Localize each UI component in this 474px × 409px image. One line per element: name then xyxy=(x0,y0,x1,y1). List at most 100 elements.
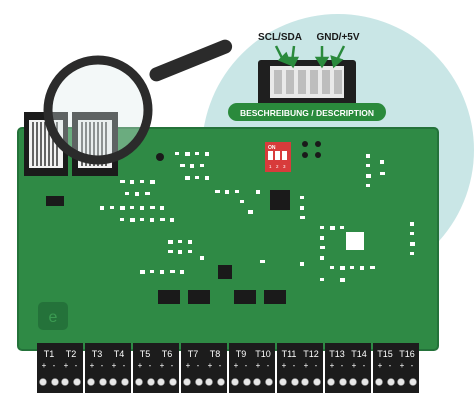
smd-component xyxy=(256,190,260,194)
smd-component xyxy=(188,250,192,253)
smd-component xyxy=(168,240,173,244)
smd-component xyxy=(410,232,414,235)
terminal-screw xyxy=(73,378,81,386)
terminal-label: T15 xyxy=(377,349,393,359)
smd-component xyxy=(130,206,134,209)
smd-component xyxy=(180,270,184,274)
smd-component xyxy=(410,252,414,255)
terminal-screw xyxy=(375,378,383,386)
terminal-screw xyxy=(121,378,129,386)
smd-component xyxy=(170,270,175,273)
terminal-label: T14 xyxy=(351,349,367,359)
terminal-minus-label: - xyxy=(245,361,248,370)
terminal-label: T11 xyxy=(282,349,297,359)
smd-component xyxy=(330,226,335,230)
smd-component xyxy=(178,250,182,254)
smd-component xyxy=(235,190,239,193)
terminal-plus-label: + xyxy=(90,361,95,370)
smd-component xyxy=(178,240,182,243)
arrow-icon xyxy=(274,45,346,69)
terminal-minus-label: - xyxy=(123,361,126,370)
smd-component xyxy=(160,218,165,221)
smd-component xyxy=(190,164,194,168)
terminal-minus-label: - xyxy=(101,361,104,370)
terminal-label: T9 xyxy=(236,349,247,359)
smd-component xyxy=(195,152,199,155)
smd-component xyxy=(300,216,305,219)
terminal-screw xyxy=(39,378,47,386)
terminal-screw xyxy=(157,378,165,386)
smd-component xyxy=(410,242,415,246)
smd-component xyxy=(205,152,209,156)
terminal-label: T6 xyxy=(162,349,173,359)
brand-logo: e xyxy=(38,302,68,330)
terminal-screw xyxy=(169,378,177,386)
smd-component xyxy=(120,206,125,210)
terminal-screw xyxy=(87,378,95,386)
smd-component xyxy=(320,256,324,260)
smd-component xyxy=(366,164,370,167)
terminal-plus-label: + xyxy=(160,361,165,370)
smd-component xyxy=(168,250,173,253)
smd-component xyxy=(170,218,174,222)
terminal-screw xyxy=(361,378,369,386)
smd-component xyxy=(260,260,265,263)
terminal-screw xyxy=(387,378,395,386)
terminal-minus-label: - xyxy=(219,361,222,370)
magnifier-icon xyxy=(43,39,233,165)
terminal-plus-label: + xyxy=(42,361,47,370)
smd-component xyxy=(215,190,220,193)
smd-component xyxy=(340,226,344,229)
microcontroller-chip xyxy=(270,190,290,210)
terminal-plus-label: + xyxy=(64,361,69,370)
smd-component xyxy=(380,172,385,175)
scl-sda-label: SCL/SDA xyxy=(258,32,302,43)
terminal-screw xyxy=(205,378,213,386)
smd-component xyxy=(185,176,190,180)
terminal-screw xyxy=(195,378,203,386)
terminal-minus-label: - xyxy=(53,361,56,370)
terminal-screw xyxy=(409,378,417,386)
terminal-label: T4 xyxy=(114,349,125,359)
smd-component xyxy=(366,174,371,178)
smd-component xyxy=(120,180,125,183)
i2c-connector xyxy=(258,60,356,106)
smd-component xyxy=(340,266,345,270)
smd-components xyxy=(100,152,415,282)
smd-component xyxy=(380,160,384,164)
smd-component xyxy=(140,218,144,221)
terminal-screw xyxy=(253,378,261,386)
smd-component xyxy=(150,270,154,273)
smd-component xyxy=(240,200,244,203)
terminal-screw xyxy=(349,378,357,386)
module-white-pad xyxy=(346,232,364,250)
terminal-strip: T1+-T2+-T3+-T4+-T5+-T6+-T7+-T8+-T9+-T10+… xyxy=(37,343,419,393)
terminal-screw xyxy=(291,378,299,386)
smd-component xyxy=(320,226,324,229)
terminal-plus-label: + xyxy=(378,361,383,370)
terminal-screw xyxy=(61,378,69,386)
smd-component xyxy=(366,154,370,158)
smd-component xyxy=(160,270,164,274)
terminal-minus-label: - xyxy=(341,361,344,370)
terminal-screw xyxy=(301,378,309,386)
smd-component xyxy=(120,218,124,221)
smd-component xyxy=(366,184,370,187)
terminal-label: T8 xyxy=(210,349,221,359)
smd-component xyxy=(300,206,304,210)
terminal-screw xyxy=(217,378,225,386)
terminal-minus-label: - xyxy=(293,361,296,370)
smd-component xyxy=(410,222,414,226)
terminal-plus-label: + xyxy=(282,361,287,370)
smd-component xyxy=(100,206,104,210)
terminal-plus-label: + xyxy=(352,361,357,370)
terminal-plus-label: + xyxy=(304,361,309,370)
smd-component xyxy=(130,218,135,222)
square-chip xyxy=(218,265,232,279)
smd-component xyxy=(320,236,324,240)
terminal-plus-label: + xyxy=(234,361,239,370)
smd-component xyxy=(370,266,375,269)
terminal-screw xyxy=(327,378,335,386)
terminal-screw xyxy=(135,378,143,386)
